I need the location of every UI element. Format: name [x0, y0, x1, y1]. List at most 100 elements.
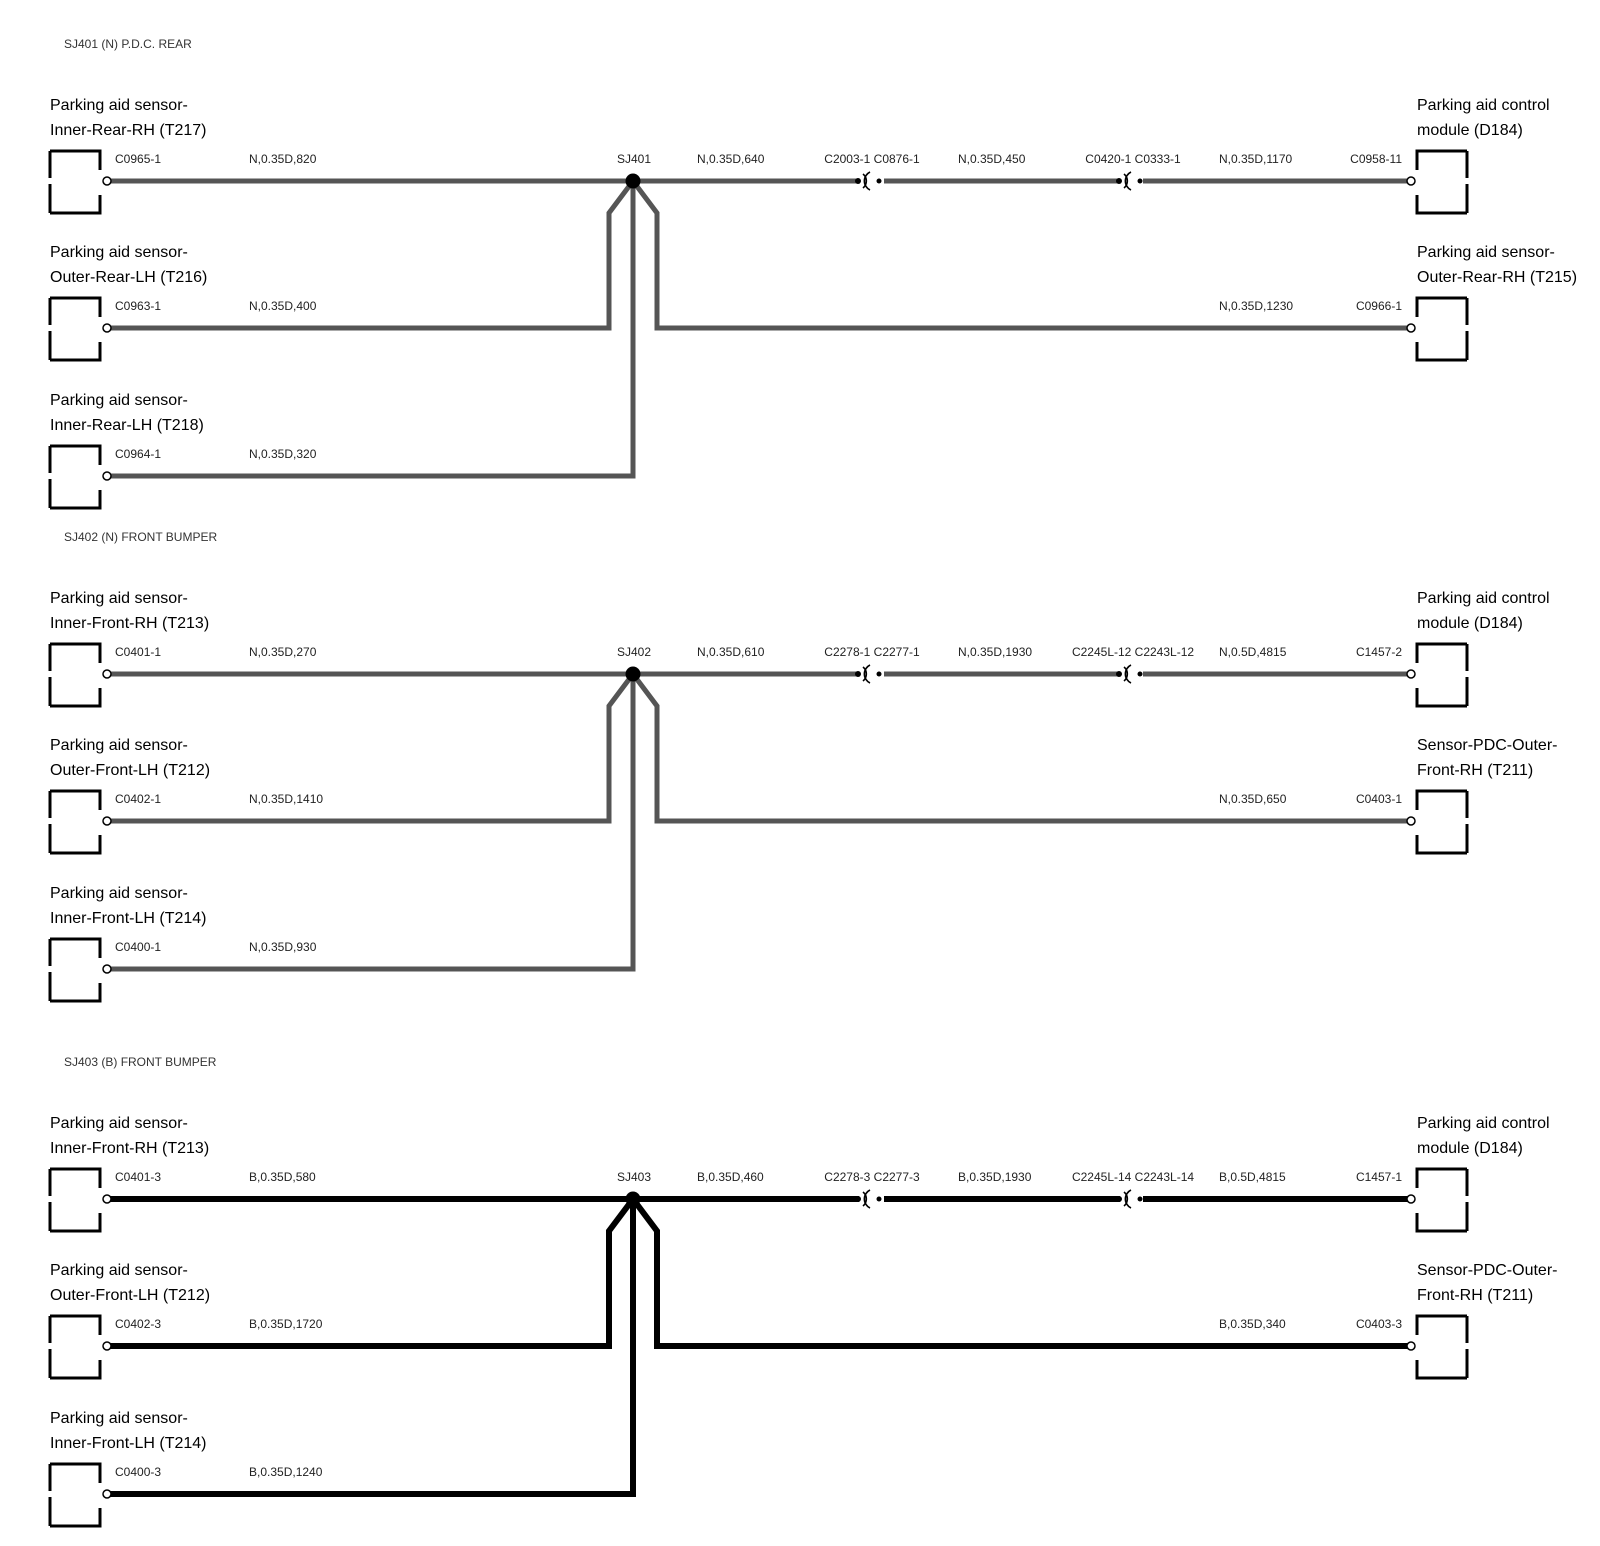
inline-connector-dot: [1116, 1196, 1122, 1202]
connector-label: C0963-1: [115, 299, 161, 313]
component-label: Outer-Front-LH (T212): [50, 1287, 210, 1304]
pin-left: [102, 323, 112, 333]
component-label: Parking aid sensor-: [50, 590, 188, 607]
component-label: Parking aid sensor-: [50, 97, 188, 114]
inline-connector-label: C2245L-14 C2243L-14: [1072, 1170, 1194, 1184]
component-label: Front-RH (T211): [1417, 1287, 1533, 1304]
connector-box-right: [1415, 789, 1469, 855]
wire-spec-label: B,0.35D,580: [249, 1170, 316, 1184]
wire-spec-label: B,0.35D,1240: [249, 1465, 323, 1479]
splice-point: [625, 666, 641, 682]
component-label: Parking aid sensor-: [1417, 244, 1555, 261]
wire-spec-label: B,0.35D,1930: [958, 1170, 1032, 1184]
inline-connector-dot: [1137, 1196, 1143, 1202]
wire-spec-label: N,0.35D,820: [249, 152, 317, 166]
connector-box-left: [48, 642, 102, 708]
inline-connector-socket: [862, 1191, 868, 1207]
component-label: Parking aid sensor-: [50, 737, 188, 754]
pin-right: [1406, 1194, 1416, 1204]
pin-left: [102, 471, 112, 481]
component-label: Front-RH (T211): [1417, 762, 1533, 779]
pin-right: [1406, 1341, 1416, 1351]
wire-spec-label: B,0.5D,4815: [1219, 1170, 1286, 1184]
component-label: Outer-Rear-RH (T215): [1417, 269, 1577, 286]
section-title: SJ402 (N) FRONT BUMPER: [64, 530, 217, 544]
pin-left: [102, 964, 112, 974]
splice-point: [625, 173, 641, 189]
wire-branch-r2: [630, 1197, 1411, 1349]
connector-label: C0400-3: [115, 1465, 161, 1479]
inline-connector-dot: [1116, 671, 1122, 677]
wire-branch-l2: [107, 672, 635, 824]
inline-connector-label: C2003-1 C0876-1: [824, 152, 920, 166]
component-label: Parking aid sensor-: [50, 1410, 188, 1427]
connector-label: C0403-3: [1356, 1317, 1402, 1331]
inline-connector-dot: [1116, 178, 1122, 184]
inline-connector-dot: [855, 671, 861, 677]
connector-label: C0402-3: [115, 1317, 161, 1331]
inline-connector-socket: [862, 173, 868, 189]
component-label: Outer-Rear-LH (T216): [50, 269, 207, 286]
component-label: Parking aid control: [1417, 590, 1550, 607]
connector-label: C0965-1: [115, 152, 161, 166]
component-label: Inner-Front-RH (T213): [50, 615, 209, 632]
pin-right: [1406, 176, 1416, 186]
connector-box-left: [48, 1462, 102, 1528]
inline-connector-label: C2278-3 C2277-3: [824, 1170, 920, 1184]
component-label: Parking aid control: [1417, 97, 1550, 114]
wire-spec-label: N,0.35D,270: [249, 645, 317, 659]
connector-box-right: [1415, 1314, 1469, 1380]
section-title: SJ403 (B) FRONT BUMPER: [64, 1055, 217, 1069]
connector-box-left: [48, 149, 102, 215]
inline-connector-dot: [1137, 671, 1143, 677]
connector-label: C0958-11: [1350, 152, 1402, 166]
connector-box-right: [1415, 1167, 1469, 1233]
wire-branch-l3: [107, 1199, 636, 1497]
connector-label: C0400-1: [115, 940, 161, 954]
wire-spec-label: N,0.35D,610: [697, 645, 765, 659]
component-label: Sensor-PDC-Outer-: [1417, 737, 1557, 754]
pin-right: [1406, 669, 1416, 679]
component-label: Parking aid sensor-: [50, 1262, 188, 1279]
wire-spec-label: N,0.35D,1410: [249, 792, 323, 806]
wire-branch-l2: [107, 179, 635, 331]
wire-branch-r2: [631, 672, 1411, 824]
component-label: Inner-Front-RH (T213): [50, 1140, 209, 1157]
component-label: Parking aid sensor-: [50, 392, 188, 409]
wire-spec-label: N,0.35D,400: [249, 299, 317, 313]
connector-label: C0964-1: [115, 447, 161, 461]
component-label: Parking aid sensor-: [50, 885, 188, 902]
pin-right: [1406, 323, 1416, 333]
inline-connector-dot: [855, 178, 861, 184]
connector-box-left: [48, 937, 102, 1003]
inline-connector-plug: [863, 664, 871, 684]
pin-left: [102, 669, 112, 679]
wire-spec-label: N,0.35D,640: [697, 152, 765, 166]
inline-connector-dot: [876, 671, 882, 677]
inline-connector-socket: [1123, 1191, 1129, 1207]
wire-spec-label: N,0.35D,1930: [958, 645, 1032, 659]
pin-left: [102, 816, 112, 826]
pin-left: [102, 1489, 112, 1499]
connector-label: C0402-1: [115, 792, 161, 806]
inline-connector-socket: [862, 666, 868, 682]
splice-label: SJ401: [617, 152, 651, 166]
connector-box-left: [48, 789, 102, 855]
inline-connector-socket: [1123, 173, 1129, 189]
inline-connector-plug: [1124, 664, 1132, 684]
component-label: module (D184): [1417, 1140, 1523, 1157]
connector-label: C0401-3: [115, 1170, 161, 1184]
component-label: Inner-Front-LH (T214): [50, 910, 207, 927]
splice-label: SJ403: [617, 1170, 651, 1184]
component-label: Outer-Front-LH (T212): [50, 762, 210, 779]
component-label: module (D184): [1417, 615, 1523, 632]
connector-label: C1457-1: [1356, 1170, 1402, 1184]
wire-branch-l3: [107, 674, 636, 972]
inline-connector-label: C0420-1 C0333-1: [1085, 152, 1181, 166]
inline-connector-dot: [876, 178, 882, 184]
inline-connector-dot: [1137, 178, 1143, 184]
wire-spec-label: B,0.35D,460: [697, 1170, 764, 1184]
pin-left: [102, 1194, 112, 1204]
pin-left: [102, 1341, 112, 1351]
